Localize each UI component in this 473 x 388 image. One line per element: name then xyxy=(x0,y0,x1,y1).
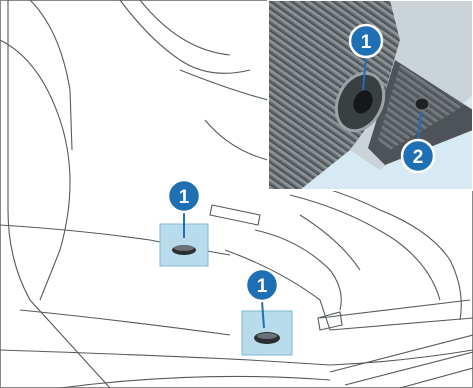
callout-label: 2 xyxy=(413,147,424,168)
callout-inset-cover: 2 xyxy=(402,140,434,172)
callout-label: 1 xyxy=(179,187,190,208)
rear-anchor-rim xyxy=(174,245,194,251)
front-anchor-rim xyxy=(257,333,277,339)
callout-rear-anchor: 1 xyxy=(168,180,200,212)
callout-front-anchor: 1 xyxy=(246,269,278,301)
inset-cover-cap xyxy=(415,98,429,110)
callout-label: 1 xyxy=(361,32,372,53)
callout-inset-anchor: 1 xyxy=(350,25,382,57)
callout-label: 1 xyxy=(257,276,268,297)
